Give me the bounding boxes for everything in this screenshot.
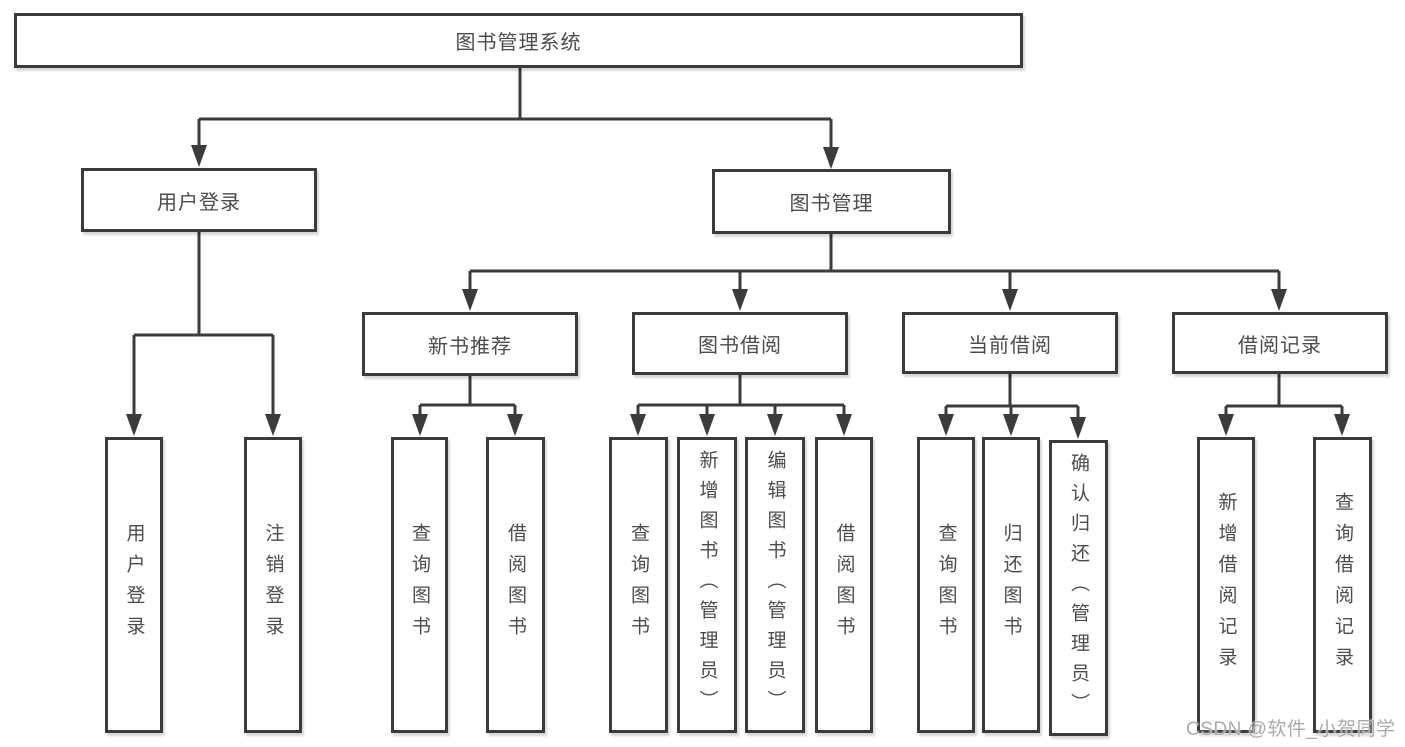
leaf-nb-query-books: 查询图书 [391,437,448,733]
leaf-bb-borrow-books: 借阅图书 [815,437,873,733]
node-book-borrowing-label: 图书借阅 [698,335,782,357]
node-root: 图书管理系统 [14,13,1023,68]
node-current-borrowing-label: 当前借阅 [968,334,1052,357]
node-user-login-label: 用户登录 [157,191,241,214]
node-borrowing-records-label: 借阅记录 [1238,334,1322,357]
leaf-cb-query-books: 查询图书 [917,437,975,733]
node-current-borrowing: 当前借阅 [902,312,1118,374]
leaf-nb-query-books-label: 查询图书 [409,523,430,647]
leaf-bb-edit-books-label: 编辑图书（管理员） [764,450,786,720]
node-new-book-recommend-label: 新书推荐 [428,335,512,358]
leaf-bb-query-books: 查询图书 [609,437,668,733]
node-book-management-label: 图书管理 [789,193,874,215]
leaf-cb-confirm-return-label: 确认归还（管理员） [1068,453,1089,723]
leaf-bb-edit-books: 编辑图书（管理员） [745,437,805,733]
node-book-borrowing: 图书借阅 [632,312,848,375]
leaf-cb-return-books-label: 归还图书 [1000,523,1022,647]
node-new-book-recommend: 新书推荐 [362,312,578,376]
leaf-user-login: 用户登录 [105,437,163,733]
leaf-br-query-record: 查询借阅记录 [1313,437,1372,733]
node-root-label: 图书管理系统 [455,32,582,54]
leaf-nb-borrow-books-label: 借阅图书 [505,523,526,647]
leaf-cb-return-books: 归还图书 [982,437,1040,733]
arrowhead-icons [126,145,1350,439]
leaf-bb-add-books: 新增图书（管理员） [677,437,737,733]
leaf-br-add-record: 新增借阅记录 [1197,437,1255,733]
leaf-user-login-label: 用户登录 [123,523,145,647]
leaf-bb-add-books-label: 新增图书（管理员） [696,450,718,720]
leaf-logout: 注销登录 [244,437,302,733]
leaf-br-query-record-label: 查询借阅记录 [1332,492,1353,678]
leaf-br-add-record-label: 新增借阅记录 [1215,492,1237,678]
csdn-watermark: CSDN @软件_小贺同学 [1186,719,1396,740]
connector-stems [132,68,1344,421]
leaf-bb-borrow-books-label: 借阅图书 [833,523,855,647]
leaf-cb-query-books-label: 查询图书 [935,523,957,647]
node-book-management: 图书管理 [712,169,951,234]
node-user-login: 用户登录 [81,168,317,232]
leaf-nb-borrow-books: 借阅图书 [486,437,545,733]
leaf-logout-label: 注销登录 [262,523,284,647]
leaf-cb-confirm-return: 确认归还（管理员） [1049,440,1108,736]
leaf-bb-query-books-label: 查询图书 [628,523,649,647]
node-borrowing-records: 借阅记录 [1172,312,1388,374]
